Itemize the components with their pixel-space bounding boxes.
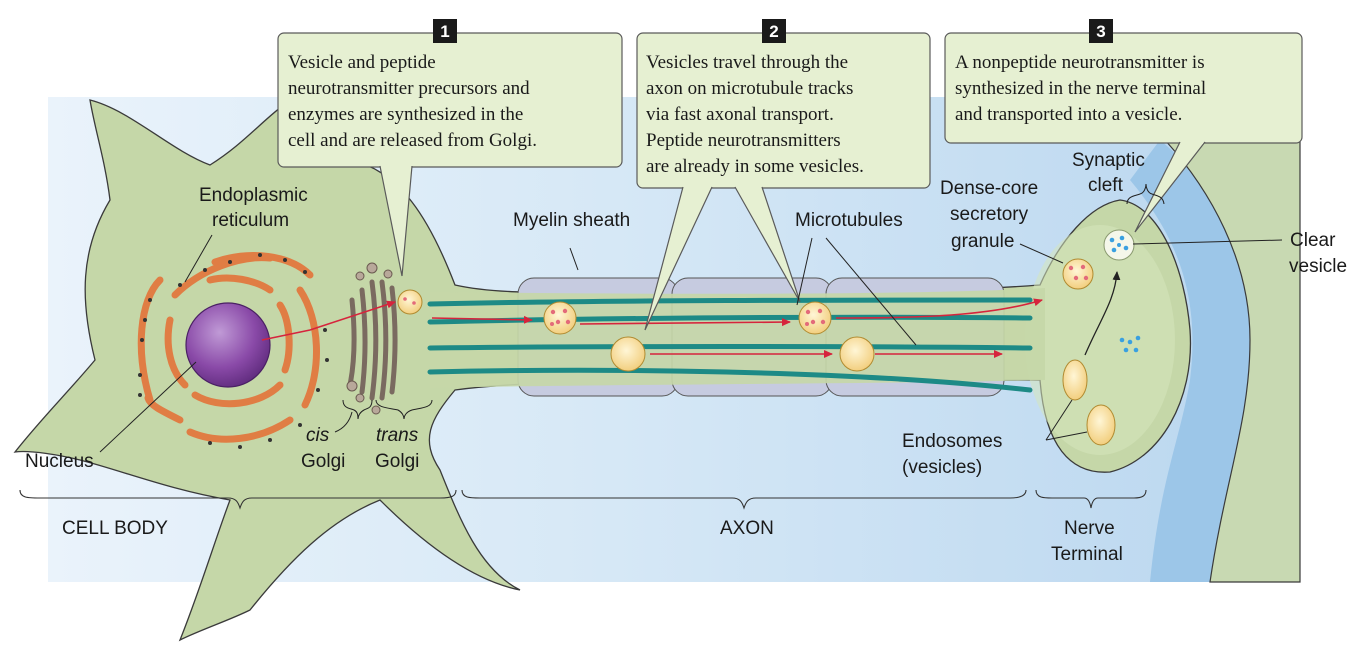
cell-body-label: CELL BODY: [62, 518, 168, 539]
endosomes-label-line-2: (vesicles): [902, 457, 982, 478]
golgi-braces: [342, 399, 433, 420]
synaptic-cleft-brace: [1126, 183, 1165, 205]
uptake-arrow: [1084, 271, 1121, 356]
step-number-3: 3: [1096, 22, 1105, 41]
postsynaptic-cell: [1163, 139, 1301, 583]
er-ribosomes: [138, 253, 329, 449]
nucleus-label: Nucleus: [25, 451, 94, 472]
step-2-line-5: are already in some vesicles.: [646, 156, 864, 177]
step-number-2: 2: [769, 22, 778, 41]
er-label-line-1: Endoplasmic: [199, 185, 308, 206]
endosomes-label-line-1: Endosomes: [902, 431, 1002, 452]
step-3-line-3: and transported into a vesicle.: [955, 104, 1182, 125]
step-1-line-3: enzymes are synthesized in the: [288, 104, 523, 125]
dense-core-label-line-2: secretory: [950, 204, 1029, 225]
golgi-vesicles: [346, 262, 393, 415]
leader-lines: [99, 234, 1283, 453]
dense-core-label-line-3: granule: [951, 231, 1014, 252]
step-1-line-1: Vesicle and peptide: [288, 52, 436, 73]
microtubules: [427, 297, 1033, 393]
region-braces: [19, 489, 1147, 510]
nerve-terminal-label-line-2: Terminal: [1051, 544, 1123, 565]
myelin-label: Myelin sheath: [513, 210, 630, 231]
step-box-1: 1 Vesicle and peptide neurotransmitter p…: [277, 19, 623, 277]
endoplasmic-reticulum: [137, 252, 320, 443]
peptide-dots: [403, 264, 1089, 326]
axon-label: AXON: [720, 518, 774, 539]
step-box-3: 3 A nonpeptide neurotransmitter is synth…: [944, 19, 1303, 233]
step-2-line-2: axon on microtubule tracks: [646, 78, 853, 99]
nucleus: [185, 302, 271, 388]
empty-vesicles: [610, 336, 1116, 446]
step-2-line-3: via fast axonal transport.: [646, 104, 834, 125]
step-3-line-2: synthesized in the nerve terminal: [955, 78, 1206, 99]
trans-label: trans: [376, 425, 419, 446]
step-2-line-1: Vesicles travel through the: [646, 52, 848, 73]
step-1-line-2: neurotransmitter precursors and: [288, 78, 530, 99]
synaptic-cleft-label-line-1: Synaptic: [1072, 150, 1145, 171]
neurotransmitter-molecules: [1119, 335, 1141, 353]
clear-vesicle: [1103, 229, 1135, 261]
step-2-line-4: Peptide neurotransmitters: [646, 130, 841, 151]
step-box-2: 2 Vesicles travel through the axon on mi…: [636, 19, 931, 331]
clear-vesicle-label-line-1: Clear: [1290, 230, 1336, 251]
clear-vesicle-label-line-2: vesicle: [1289, 256, 1347, 277]
nerve-terminal-label-line-1: Nerve: [1064, 518, 1115, 539]
microtubules-label: Microtubules: [795, 210, 903, 231]
axon-core: [430, 288, 1045, 388]
er-label-line-2: reticulum: [212, 210, 289, 231]
step-3-line-1: A nonpeptide neurotransmitter is: [955, 52, 1205, 73]
cis-label: cis: [306, 425, 330, 446]
dense-core-label-line-1: Dense-core: [940, 178, 1038, 199]
nerve-terminal-glow: [1025, 225, 1175, 455]
step-1-line-4: cell and are released from Golgi.: [288, 130, 537, 151]
step-number-1: 1: [440, 22, 449, 41]
cis-golgi-label: Golgi: [301, 451, 345, 472]
trans-golgi-label: Golgi: [375, 451, 419, 472]
synaptic-cleft-label-line-2: cleft: [1088, 175, 1124, 196]
golgi-apparatus: [347, 279, 398, 401]
transport-arrows: [261, 298, 1043, 358]
